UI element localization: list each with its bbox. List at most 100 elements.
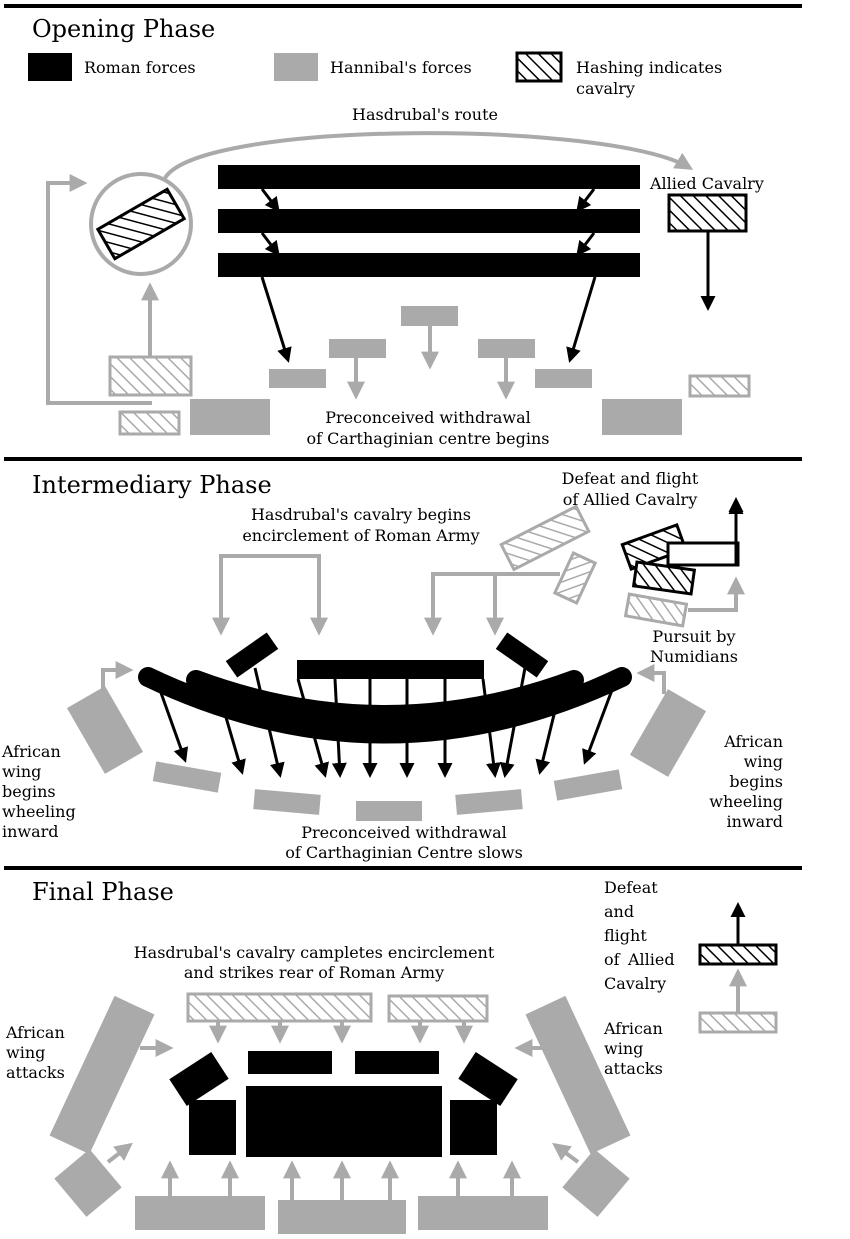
roman-step-arrow — [576, 232, 596, 257]
phase-divider — [4, 4, 802, 8]
legend-hashing-label-1: Hashing indicates — [576, 58, 722, 77]
final-phase-title: Final Phase — [32, 878, 174, 906]
legend-roman-swatch — [28, 53, 72, 81]
legend-hashing-label-2: cavalry — [576, 79, 635, 98]
carthaginian-centre-unit — [455, 789, 523, 815]
intermediary-encirclement-label-1: Hasdrubal's cavalry begins — [251, 505, 471, 524]
roman-unit — [189, 1100, 236, 1155]
hasdrubal-cavalry-rear — [387, 994, 489, 1023]
roman-line-2 — [218, 209, 640, 233]
carthaginian-centre-unit — [401, 306, 458, 326]
roman-push-arrow — [158, 689, 189, 763]
carthaginian-centre-bottom — [418, 1196, 548, 1230]
carthaginian-centre-unit — [269, 369, 326, 388]
left-loop-arrow — [46, 174, 152, 405]
opening-withdrawal-label-1: Preconceived withdrawal — [325, 408, 531, 427]
carthaginian-centre-unit — [329, 339, 386, 358]
carthaginian-centre-unit — [253, 789, 321, 815]
african-left-label-2: wing — [2, 762, 41, 781]
allied-cavalry-fleeing — [698, 943, 778, 966]
african-wing-right — [629, 689, 707, 777]
roman-push-arrow — [216, 689, 246, 775]
final-african-right-label-3: attacks — [604, 1059, 663, 1078]
african-wing-left — [49, 995, 155, 1155]
carthaginian-centre-bottom — [278, 1200, 406, 1234]
final-defeat-label-6: Cavalry — [604, 974, 666, 993]
corner-attack-arrow — [552, 1142, 580, 1164]
opening-withdrawal-label-2: of Carthaginian centre begins — [306, 429, 549, 448]
hasdrubal-cavalry-unit — [95, 187, 187, 261]
carthaginian-centre-bottom — [135, 1196, 265, 1230]
intermediary-defeat-label-1: Defeat and flight — [562, 469, 699, 488]
carthaginian-centre-unit — [356, 801, 422, 821]
pursuit-label-1: Pursuit by — [652, 627, 735, 646]
roman-main-block — [246, 1086, 442, 1157]
roman-unit — [169, 1051, 229, 1107]
corner-attack-arrow — [106, 1142, 133, 1164]
numidian-pursuer — [698, 1011, 778, 1034]
final-encirclement-label-1: Hasdrubal's cavalry campletes encircleme… — [134, 943, 495, 962]
african-left-label-5: inward — [2, 822, 59, 841]
hannibal-cavalry-small — [118, 410, 181, 436]
intermediary-withdrawal-label-1: Preconceived withdrawal — [301, 823, 507, 842]
intermediary-withdrawal-label-2: of Carthaginian Centre slows — [285, 843, 523, 862]
intermediary-encirclement-label-2: encirclement of Roman Army — [242, 526, 479, 545]
final-african-left-label-1: African — [5, 1023, 65, 1042]
roman-advance-arrow — [566, 276, 597, 363]
african-infantry-right — [602, 399, 682, 435]
hasdrubal-route-arrow — [163, 131, 694, 180]
legend-hannibal-swatch — [274, 53, 318, 81]
allied-flight-bar — [666, 541, 740, 567]
roman-push-arrow — [582, 689, 614, 765]
hasdrubal-route-label: Hasdrubal's route — [352, 105, 498, 124]
hasdrubal-cavalry-unit — [552, 550, 598, 606]
african-right-label-2: wing — [744, 752, 783, 771]
allied-cavalry-label: Allied Cavalry — [649, 174, 764, 193]
african-left-label-1: African — [1, 742, 61, 761]
final-defeat-label-4: of — [604, 950, 621, 969]
african-right-label-3: begins — [729, 772, 783, 791]
african-wing-right — [525, 995, 631, 1155]
pursuit-arrow — [688, 576, 745, 612]
hasdrubal-cavalry-unit — [499, 504, 591, 572]
final-african-left-label-3: attacks — [6, 1063, 65, 1082]
phase-divider — [4, 457, 802, 461]
final-african-right-label-2: wing — [604, 1039, 643, 1058]
roman-push-arrow — [296, 678, 329, 778]
final-defeat-label-5: Allied — [627, 950, 675, 969]
roman-step-arrow — [260, 232, 280, 257]
allied-cavalry-unit — [667, 193, 748, 233]
carthaginian-centre-unit — [553, 769, 623, 801]
roman-unit — [248, 1051, 332, 1074]
roman-unit — [450, 1100, 497, 1155]
final-african-right-label-1: African — [603, 1019, 663, 1038]
roman-push-arrow — [253, 667, 285, 778]
roman-line-1 — [218, 165, 640, 189]
final-defeat-label-2: and — [604, 902, 634, 921]
intermediary-phase-title: Intermediary Phase — [32, 471, 272, 499]
final-defeat-label-1: Defeat — [604, 878, 658, 897]
final-defeat-label-3: flight — [604, 926, 647, 945]
african-infantry-left — [190, 399, 270, 435]
wheeling-arrow-right — [636, 664, 666, 694]
pursuit-label-2: Numidians — [650, 647, 738, 666]
numidian-cavalry-unit — [688, 374, 751, 398]
opening-phase-title: Opening Phase — [32, 15, 215, 43]
african-right-label-5: inward — [726, 812, 783, 831]
allied-cavalry-fleeing — [620, 522, 688, 572]
allied-cavalry-fleeing — [631, 560, 697, 596]
hannibal-cavalry-unit — [108, 355, 193, 397]
phase-divider — [4, 866, 802, 870]
encirclement-bracket — [219, 554, 321, 630]
final-encirclement-label-2: and strikes rear of Roman Army — [184, 963, 444, 982]
roman-push-arrow — [499, 667, 527, 778]
legend-hannibal-label: Hannibal's forces — [330, 58, 472, 77]
roman-push-arrow — [535, 689, 562, 775]
legend-hashing-swatch — [515, 51, 563, 83]
numidian-pursuer — [623, 592, 689, 628]
roman-flank-unit — [495, 632, 549, 678]
roman-arc-inner — [186, 670, 584, 725]
african-wing-left — [66, 686, 144, 774]
